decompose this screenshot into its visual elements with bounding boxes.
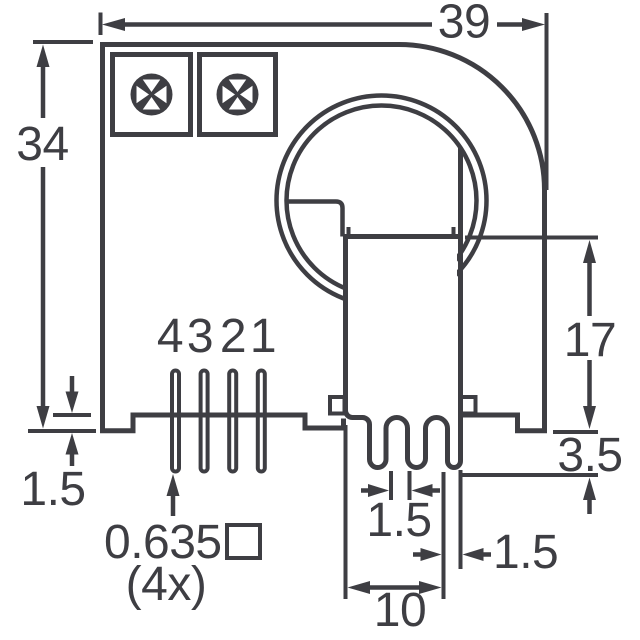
arrowhead-up-icon: [583, 477, 596, 500]
dim-right-standoff-label: 3.5: [557, 429, 622, 482]
dim-left-standoff-label: 1.5: [20, 463, 85, 516]
screw-head-icon: [216, 73, 259, 116]
busbar-body: [348, 155, 457, 465]
arrowhead-up-icon: [36, 44, 50, 67]
dim-prong-width: 1.5: [413, 470, 559, 599]
pin-number-label: 4: [157, 310, 183, 363]
arrowhead-left-icon: [411, 484, 433, 497]
arrowhead-right-icon: [368, 484, 389, 497]
dim-primary-width-label: 10: [374, 584, 426, 637]
arrowhead-left-icon: [347, 581, 370, 594]
primary-pin-serpentine: [343, 148, 463, 470]
arrowhead-right-icon: [522, 18, 545, 31]
arrowhead-left-icon: [102, 18, 125, 31]
core-window-profile: [288, 199, 345, 237]
dim-prong-gap-label: 1.5: [366, 494, 431, 547]
dim-top-width: 39: [98, 0, 549, 190]
arrowhead-down-icon: [36, 406, 50, 429]
dim-primary-width: 10: [343, 425, 442, 637]
arrowhead-up-icon: [65, 433, 79, 455]
arrowhead-right-icon: [420, 548, 442, 561]
dim-prong-width-label: 1.5: [493, 526, 558, 579]
dim-prong-gap: 1.5: [361, 471, 440, 547]
secondary-pin-3: [198, 368, 210, 474]
arrowhead-up-icon: [166, 474, 180, 496]
dim-right-standoff: 3.5: [460, 429, 623, 514]
screw-terminal-box-2: [197, 52, 278, 137]
dim-left-height: 34: [16, 40, 96, 433]
dim-left-standoff: 1.5: [20, 376, 91, 516]
arrowhead-down-icon: [65, 391, 79, 413]
busbar-seam-ticks: [346, 227, 456, 237]
pin-number-label: 1: [250, 310, 276, 363]
dim-right-pin-length: 17: [465, 235, 617, 434]
dim-left-height-label: 34: [16, 118, 68, 171]
dim-right-pin-length-label: 17: [564, 314, 616, 367]
pin-size-annotation: 0.635 (4x): [104, 474, 262, 611]
dim-top-width-label: 39: [438, 0, 490, 49]
arrowhead-down-icon: [583, 406, 596, 429]
screw-head-icon: [130, 73, 173, 116]
arrowhead-right-icon: [419, 581, 442, 594]
arrowhead-up-icon: [583, 240, 596, 263]
pin-number-label: 2: [220, 310, 246, 363]
body-outline: [100, 42, 547, 434]
pin-size-label: 0.635: [104, 516, 222, 569]
pin-count-label: (4x): [126, 558, 207, 611]
secondary-pin-2: [227, 368, 239, 474]
screw-terminal-box-1: [110, 52, 193, 137]
pin-number-label: 3: [187, 310, 213, 363]
secondary-pin-4: [170, 368, 181, 474]
square-symbol: [225, 523, 262, 560]
secondary-pin-1: [255, 368, 267, 474]
busbar-tab-left: [328, 395, 347, 416]
arrowhead-left-icon: [462, 548, 484, 561]
busbar-tab-right: [459, 395, 478, 416]
